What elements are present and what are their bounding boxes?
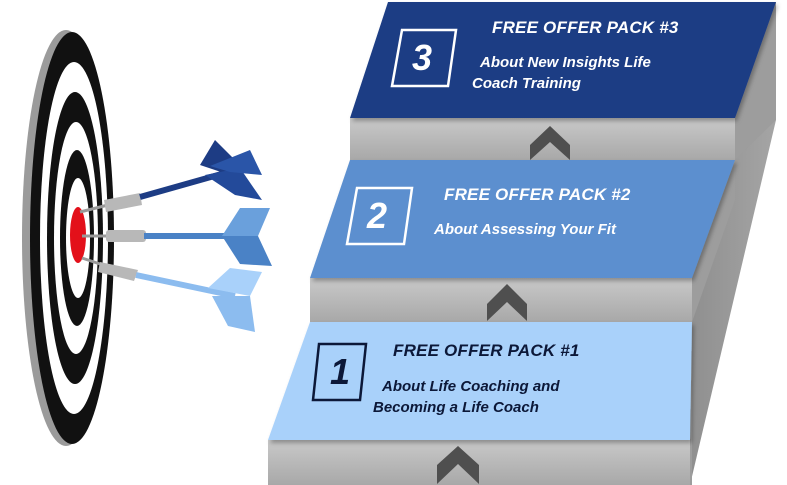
step-1-riser — [268, 440, 690, 485]
step-1-number-box — [311, 342, 368, 402]
step-2-number-box — [345, 186, 414, 246]
dart-icon-dark — [79, 140, 262, 214]
step-1-description-line1: About Life Coaching and — [382, 378, 560, 395]
step-1-description-line2: Becoming a Life Coach — [373, 399, 539, 416]
target-icon — [22, 30, 114, 446]
step-3-number-box — [390, 28, 458, 88]
step-3-description-line2: Coach Training — [472, 75, 581, 92]
step-1-number: 1 — [329, 351, 351, 392]
bullseye-icon — [70, 207, 86, 263]
step-2-number: 2 — [366, 195, 388, 236]
step-1-title: FREE OFFER PACK #1 — [393, 341, 580, 360]
chevron-up-icon — [487, 284, 527, 321]
chevron-up-icon — [437, 446, 479, 484]
step-2-description-line1: About Assessing Your Fit — [434, 221, 616, 238]
step-1-top — [268, 322, 692, 440]
step-2-top — [310, 160, 735, 278]
step-3-number: 3 — [411, 37, 433, 78]
chevron-up-icon — [530, 126, 570, 160]
step-2-title: FREE OFFER PACK #2 — [444, 185, 631, 204]
step-3-description-line1: About New Insights Life — [480, 54, 651, 71]
dart-icon-medium — [82, 208, 272, 266]
step-3-title: FREE OFFER PACK #3 — [492, 18, 679, 37]
dart-icon-light — [81, 256, 262, 332]
